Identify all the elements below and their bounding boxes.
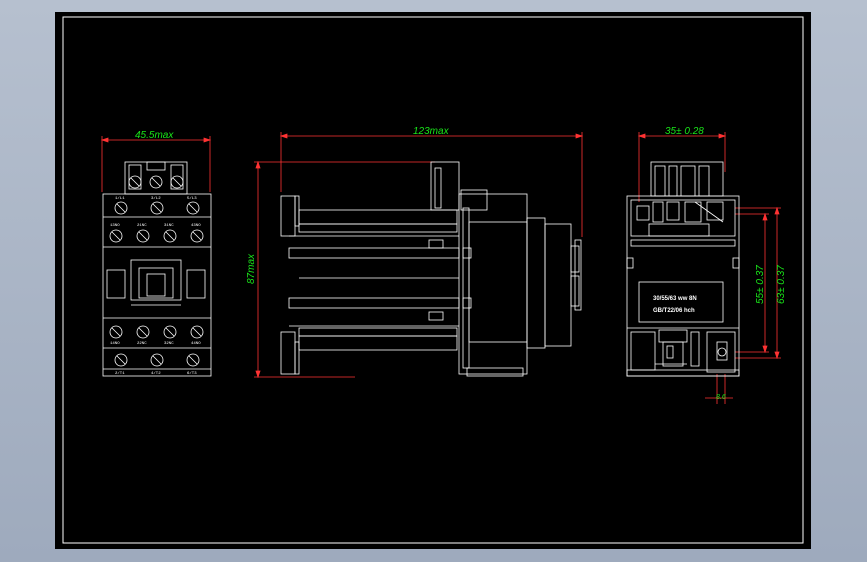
terminal-label: 3/L2 — [151, 196, 161, 201]
front-width-dimension — [100, 136, 212, 192]
aux-contact-label: 43NO — [191, 224, 201, 228]
aux-contact-label: 14NO — [110, 342, 120, 346]
aux-contact-label: 22NC — [137, 342, 147, 346]
mount-pitch-2-label: 63± 0.37 — [776, 265, 787, 304]
rear-nameplate: 30/55/63 ww 8N GB/T22/06 hch — [653, 296, 697, 314]
side-length-label: 123max — [413, 126, 450, 137]
nameplate-line-2: GB/T22/06 hch — [653, 308, 695, 314]
offset-dimension — [705, 374, 733, 404]
mount-pitch-dimensions — [735, 206, 781, 360]
terminal-label: 6/T3 — [187, 371, 197, 376]
aux-contact-label: 21NC — [137, 224, 147, 228]
side-view: 123max 87max — [246, 126, 584, 379]
drawing-border — [62, 16, 804, 544]
cad-drawing: 45.5max — [62, 16, 804, 544]
mount-pitch-1-label: 55± 0.37 — [755, 265, 766, 304]
rear-view: 35± 0.28 55± 0.37 63± 0.37 — [626, 126, 787, 404]
terminal-label: 1/L1 — [115, 196, 125, 201]
front-terminal-labels: 1/L1 3/L2 5/L3 13NO 21NC 31NC 43NO 14NO … — [110, 196, 201, 376]
rail-width-dimension — [637, 132, 727, 202]
aux-contact-label: 32NC — [164, 342, 174, 346]
front-width-label: 45.5max — [135, 130, 174, 141]
rail-width-label: 35± 0.28 — [665, 126, 704, 137]
nameplate-line-1: 30/55/63 ww 8N — [653, 296, 697, 302]
height-dimension — [254, 160, 435, 379]
aux-contact-label: 13NO — [110, 224, 120, 228]
side-length-dimension — [279, 132, 584, 237]
aux-contact-label: 31NC — [164, 224, 174, 228]
offset-label: 8.6 — [716, 394, 726, 401]
drawing-frame: 45.5max — [55, 12, 811, 549]
front-view: 45.5max — [100, 130, 212, 377]
aux-contact-label: 44NO — [191, 342, 201, 346]
terminal-label: 5/L3 — [187, 196, 197, 201]
terminal-label: 4/T2 — [151, 371, 161, 376]
height-label: 87max — [246, 253, 257, 284]
terminal-label: 2/T1 — [115, 371, 125, 376]
